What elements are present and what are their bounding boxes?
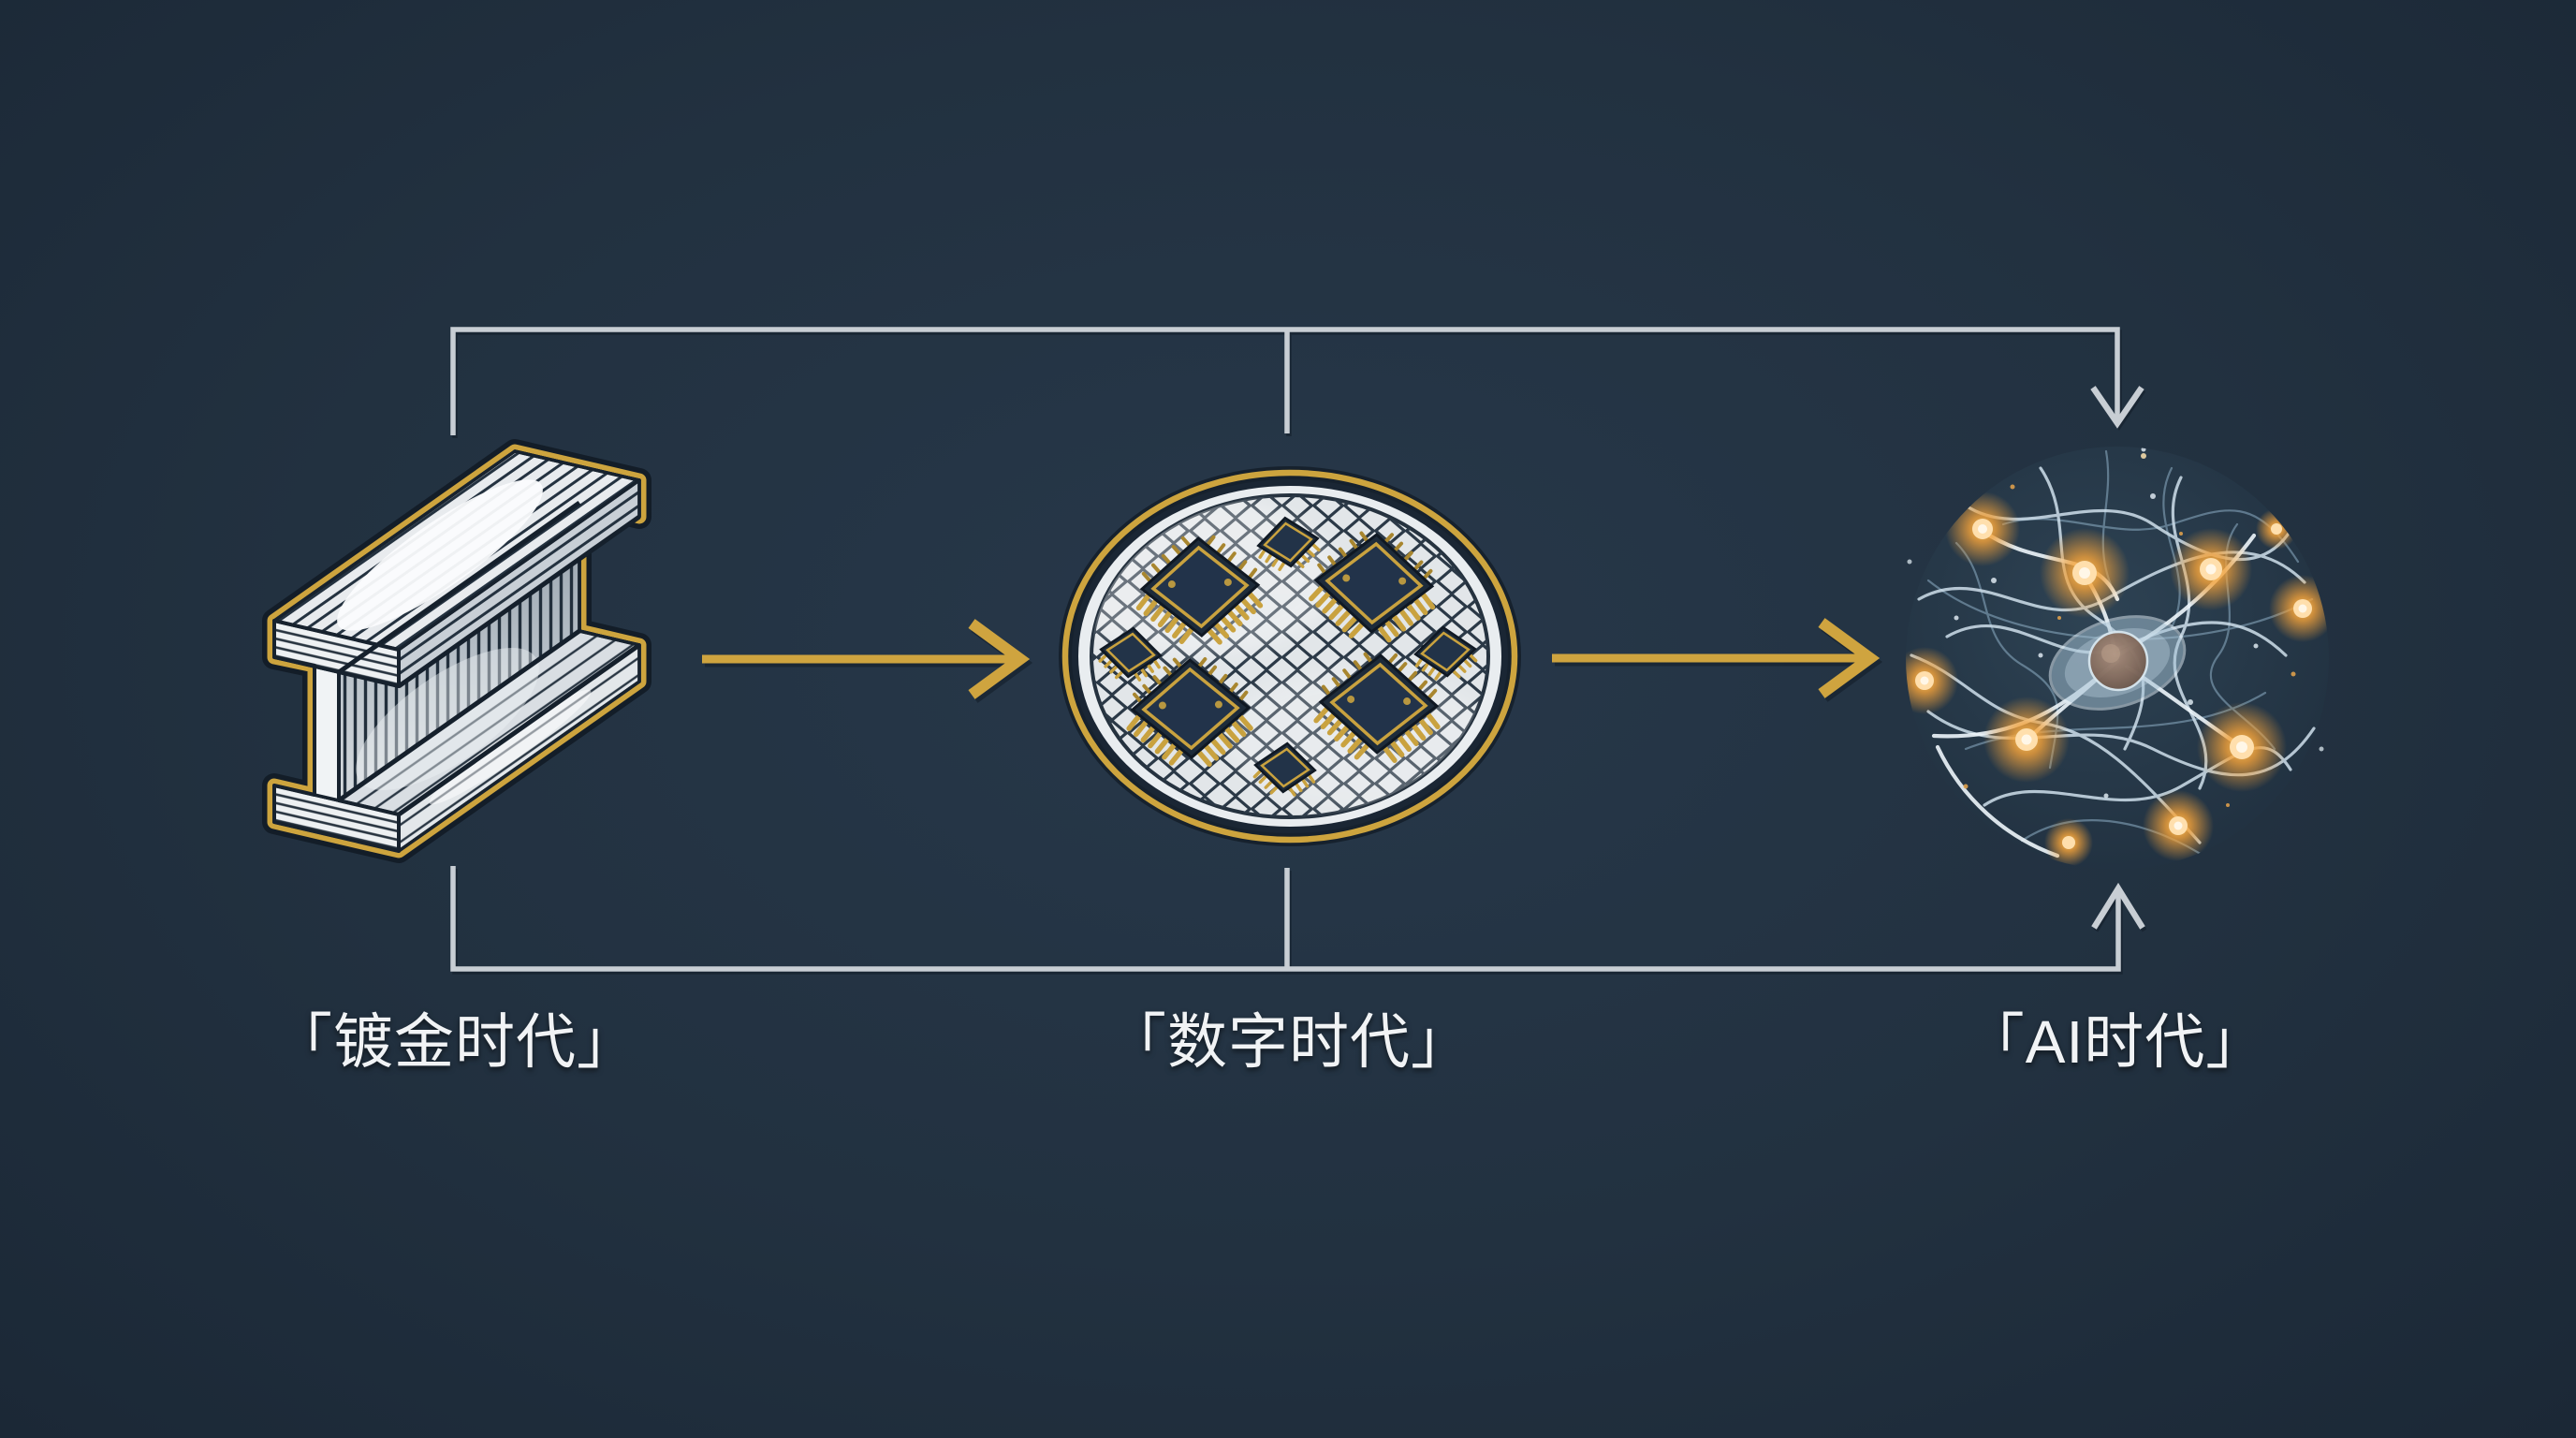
bottom-connector-bracket — [450, 866, 2145, 972]
top-connector-bracket — [450, 327, 2144, 435]
stage-label-gilded-age: 「镀金时代」 — [272, 1008, 637, 1076]
flow-arrow-1 — [702, 619, 1031, 699]
steel-ibeam-icon — [262, 439, 651, 863]
sparkle-dots — [1954, 447, 2287, 799]
silicon-wafer-chips-icon — [1059, 466, 1521, 846]
arrow-up-icon — [2091, 882, 2145, 930]
ember-dots — [1963, 484, 2296, 807]
flow-arrow-2 — [1552, 618, 1881, 698]
arrow-right-icon — [968, 619, 1031, 699]
neuron-cell — [2048, 615, 2187, 711]
arrow-right-icon — [1818, 618, 1881, 698]
stage-label-ai-age: 「AI时代」 — [1964, 1008, 2267, 1076]
stage-label-digital-age: 「数字时代」 — [1106, 1008, 1471, 1076]
neural-network-sphere-icon — [1906, 447, 2329, 870]
arrow-down-icon — [2090, 386, 2144, 429]
